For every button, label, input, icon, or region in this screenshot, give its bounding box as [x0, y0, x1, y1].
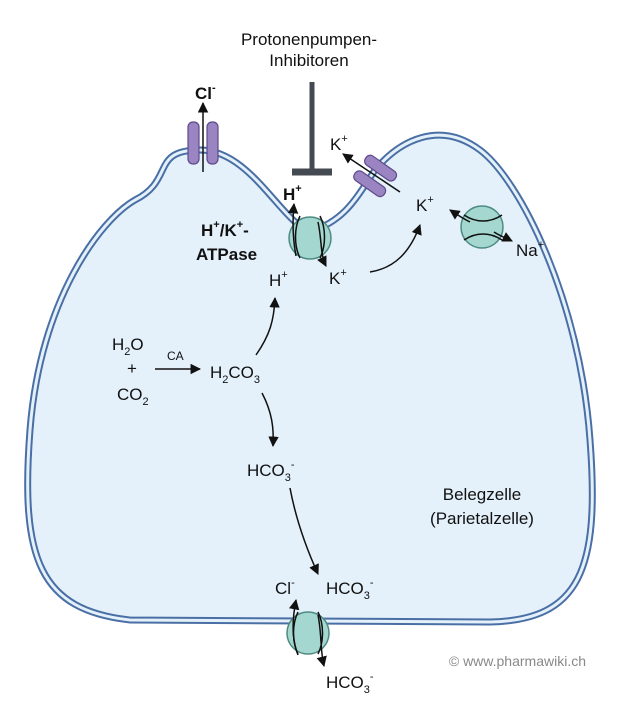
na-k-exchanger [449, 205, 513, 249]
inhibitor-label-line1: Protonenpumpen- [241, 30, 377, 49]
inhibitor-symbol [292, 82, 332, 176]
hk-atpase-transporter [287, 202, 332, 267]
hco3-in-label: HCO3- [326, 577, 374, 602]
cl-top-label: Cl- [195, 82, 216, 103]
k-channel-arrow [342, 153, 401, 193]
hco3-out-label: HCO3- [326, 671, 374, 696]
cell-name-line2: (Parietalzelle) [430, 509, 534, 528]
plus-label: + [127, 359, 137, 378]
cl-hco3-exchanger [286, 598, 330, 668]
hco3-mid-label: HCO3- [247, 459, 295, 484]
cell-name-line1: Belegzelle [443, 485, 521, 504]
cell-membrane [24, 131, 596, 626]
na-out-label: Na+ [516, 239, 544, 260]
h-in-label: H+ [269, 269, 288, 290]
copyright-text: © www.pharmawiki.ch [449, 653, 586, 669]
cell-membrane-inner [26, 133, 594, 624]
co2-label: CO2 [117, 385, 149, 408]
k-out-label: K+ [330, 133, 348, 154]
cl-channel [187, 101, 219, 172]
arrow-h2co3-to-hco3 [261, 392, 279, 448]
h-out-label: H+ [283, 183, 302, 204]
h2co3-label: H2CO3 [210, 363, 260, 386]
h2o-label: H2O [112, 335, 144, 358]
arrow-h2co3-to-h [255, 296, 280, 356]
atpase-label-line2: ATPase [196, 245, 257, 264]
k-in-label: K+ [329, 267, 347, 288]
k-in-right-label: K+ [416, 194, 434, 215]
arrow-hco3-to-exchanger [289, 487, 319, 575]
inhibitor-label-line2: Inhibitoren [269, 51, 348, 70]
ca-label: CA [167, 349, 184, 363]
cl-bottom-label: Cl- [275, 577, 295, 598]
arrow-k-to-k [369, 224, 422, 273]
atpase-label-line1: H+/K+- [201, 219, 249, 240]
k-channel [353, 154, 398, 198]
